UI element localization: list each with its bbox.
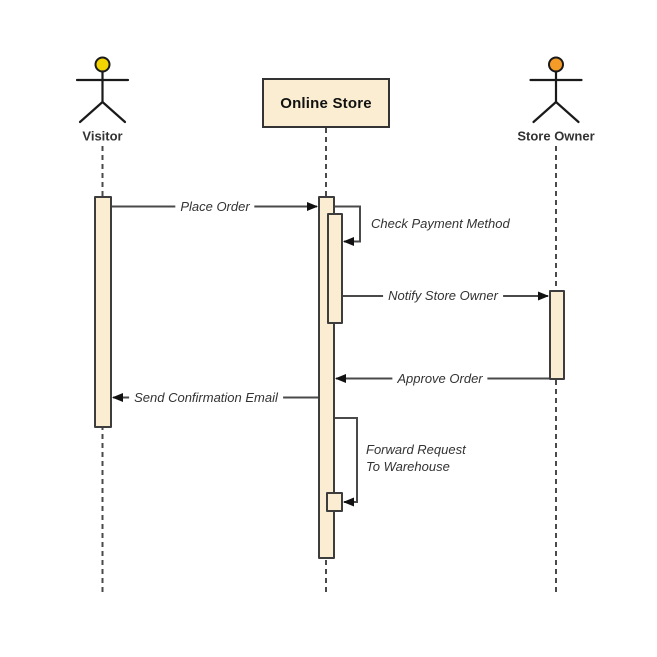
store-owner-actor-icon xyxy=(529,56,583,124)
activation-bar-store-owner xyxy=(549,290,565,380)
store-owner-label: Store Owner xyxy=(517,128,595,144)
message-check-payment: Check Payment Method xyxy=(366,216,515,232)
message-send-confirmation: Send Confirmation Email xyxy=(129,389,283,406)
activation-bar-online-store-nested xyxy=(327,213,343,324)
activation-bar-visitor xyxy=(94,196,112,428)
visitor-label: Visitor xyxy=(82,128,123,144)
online-store-box: Online Store xyxy=(262,78,390,128)
online-store-label: Online Store xyxy=(280,94,372,112)
message-notify-store-owner: Notify Store Owner xyxy=(383,288,503,304)
activation-bar-warehouse-call xyxy=(326,492,343,512)
message-forward-warehouse: Forward Request To Warehouse xyxy=(366,441,466,475)
visitor-actor-icon xyxy=(75,56,130,124)
forward-warehouse-self-arrow xyxy=(335,417,358,507)
message-place-order: Place Order xyxy=(175,198,255,215)
message-approve-order: Approve Order xyxy=(392,370,488,387)
